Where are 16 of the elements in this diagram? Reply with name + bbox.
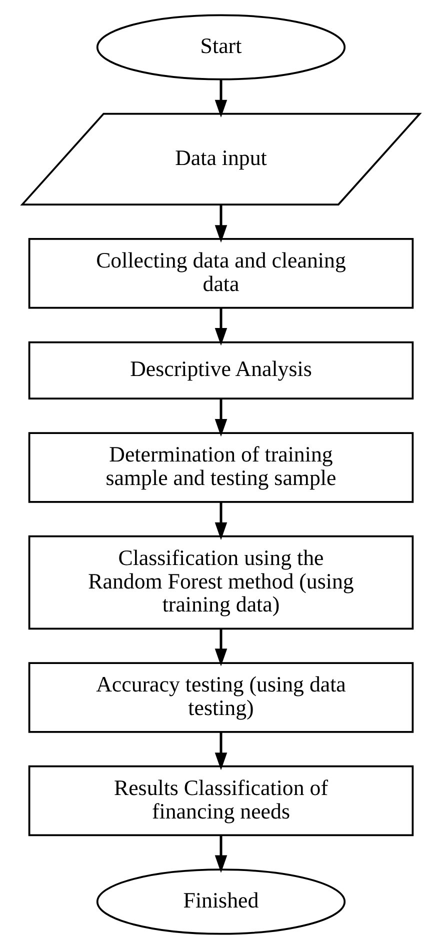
node-box: Accuracy testing (using data testing) bbox=[28, 662, 414, 733]
node-box: Determination of training sample and testing sample bbox=[28, 432, 414, 503]
node-box: Results Classification of financing needs bbox=[28, 765, 414, 836]
node-ellipse: Finished bbox=[96, 868, 346, 935]
arrow bbox=[214, 398, 228, 437]
arrow bbox=[214, 502, 228, 540]
arrow bbox=[214, 835, 228, 873]
arrow bbox=[214, 204, 228, 243]
arrow bbox=[214, 80, 228, 118]
arrow bbox=[214, 308, 228, 346]
node-box: Descriptive Analysis bbox=[28, 341, 414, 400]
node-box: Collecting data and cleaning data bbox=[28, 238, 414, 309]
arrow bbox=[214, 732, 228, 770]
arrow bbox=[214, 628, 228, 666]
node-box: Classification using the Random Forest method (using training data) bbox=[28, 535, 414, 630]
node-ellipse: Start bbox=[96, 14, 346, 80]
